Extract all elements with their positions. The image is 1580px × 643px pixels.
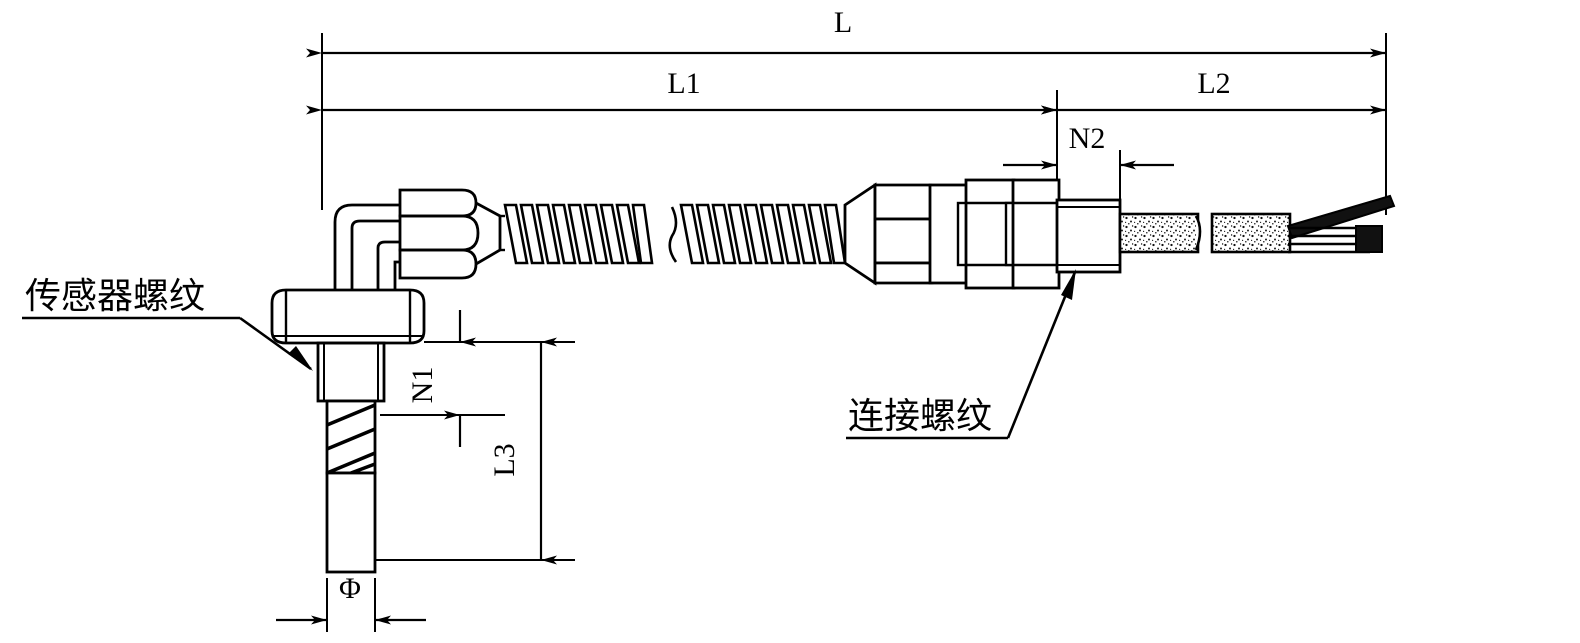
- leader-sensor-thread: [22, 316, 313, 371]
- dim-label-L2: L2: [1197, 67, 1230, 100]
- connector-lock-nut-2: [1011, 178, 1061, 290]
- armoured-conduit-left: [503, 203, 654, 265]
- leader-connection-thread: [846, 269, 1077, 440]
- elbow-outer-right: [393, 260, 400, 290]
- elbow-taper: [475, 201, 502, 266]
- cable-gland-body: [1055, 198, 1122, 274]
- elbow-hex-flat-top: [398, 188, 478, 218]
- callout-sensor-thread: 传感器螺纹: [25, 276, 205, 317]
- elbow-inner-right: [376, 240, 400, 290]
- cable-braid-right: [1210, 212, 1292, 254]
- sensor-hex-nut: [270, 288, 426, 345]
- dim-label-L: L: [834, 6, 852, 39]
- cable-break-left: [1194, 215, 1202, 251]
- cable-braid-left: [1118, 212, 1200, 254]
- dim-label-N2: N2: [1069, 122, 1106, 155]
- dim-label-phi: Φ: [339, 572, 361, 605]
- sensor-thread-collar: [316, 341, 386, 403]
- elbow-outer-left: [333, 203, 400, 290]
- dim-label-L3: L3: [488, 443, 521, 476]
- dim-label-N1: N1: [406, 367, 439, 404]
- elbow-hex-flat-bottom: [398, 248, 478, 280]
- armoured-conduit-right: [679, 203, 847, 265]
- callout-connection-thread: 连接螺纹: [848, 396, 992, 437]
- conduit-break-line: [668, 206, 678, 263]
- elbow-hex-flat-mid: [398, 214, 480, 252]
- connector-cone: [843, 182, 877, 286]
- dim-label-L1: L1: [667, 67, 700, 100]
- cable-lead-tip: [1355, 225, 1383, 253]
- probe-tube: [325, 471, 377, 574]
- thread-helix-lines: [326, 403, 376, 475]
- elbow-inner-left: [350, 219, 400, 290]
